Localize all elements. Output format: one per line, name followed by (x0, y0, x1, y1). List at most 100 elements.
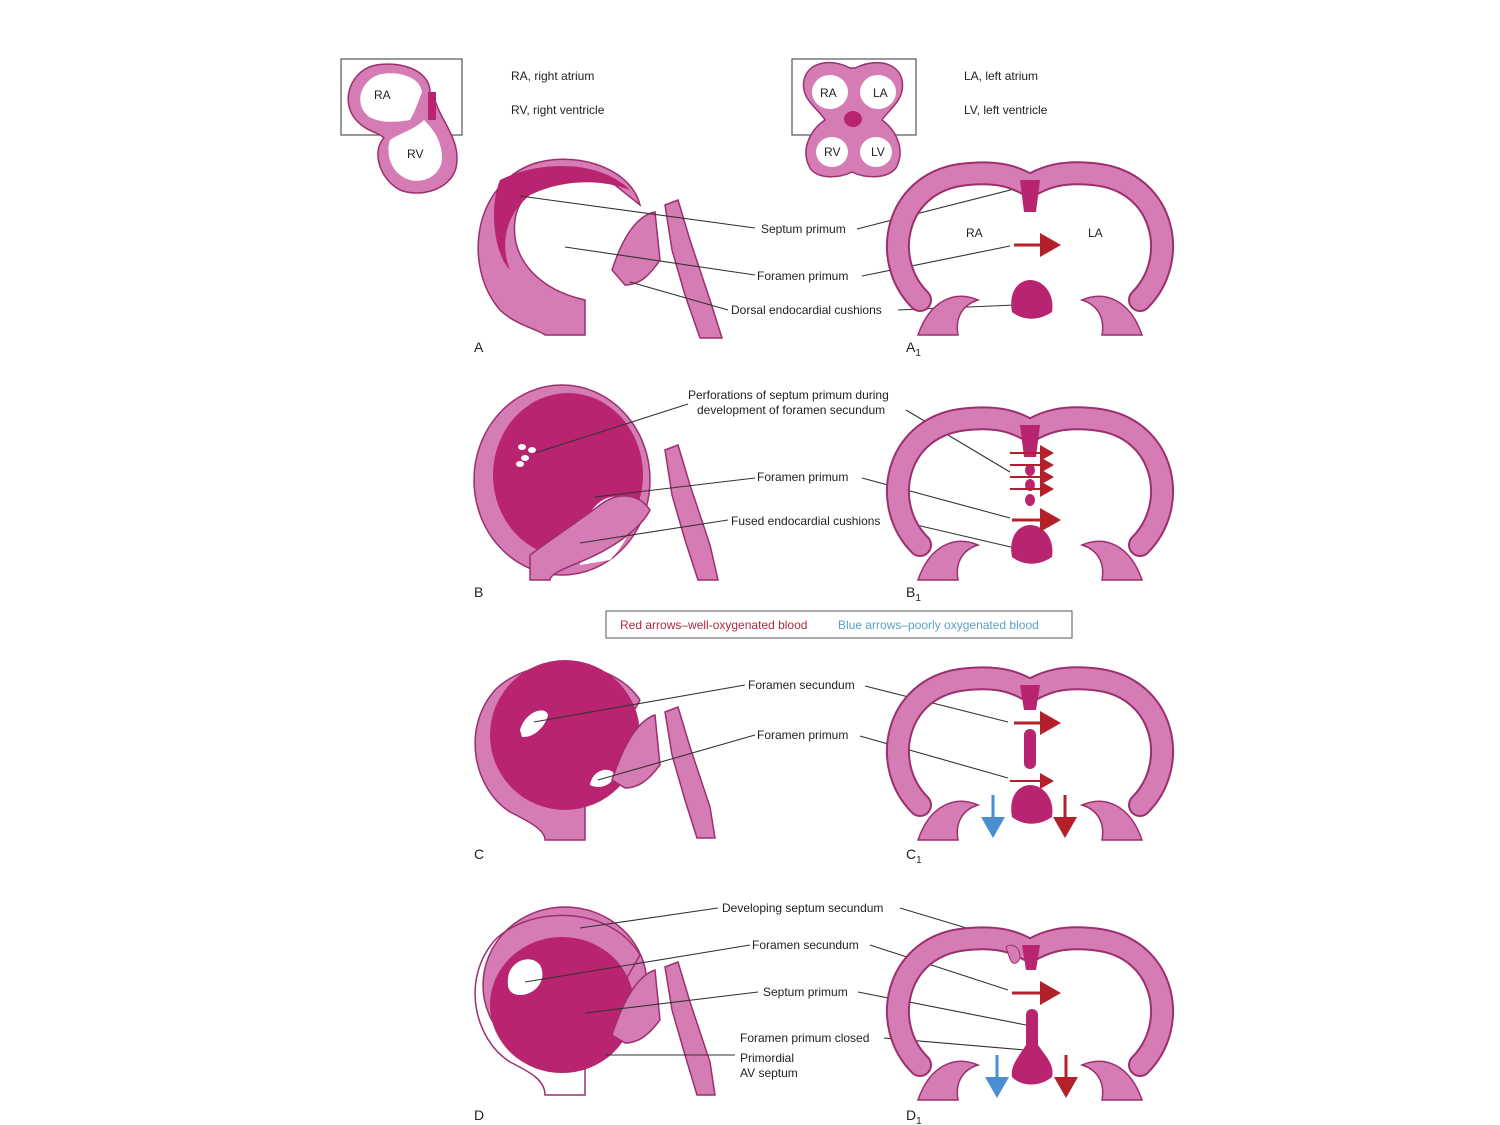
chamber-lv: LV (871, 145, 885, 159)
c-lead-primum (597, 734, 756, 781)
label-av-septum-2: AV septum (740, 1066, 798, 1080)
b-perforation-4 (516, 461, 524, 467)
d1-lead-foramen-secundum (869, 944, 1009, 991)
d-foramen-secundum (507, 959, 543, 995)
d-ventricle-wall (664, 961, 716, 1096)
c-septum-primum (490, 660, 640, 810)
chamber-la: LA (873, 86, 888, 100)
label-foramen-primum-closed: Foramen primum closed (740, 1031, 869, 1045)
a-lead-septum (519, 195, 756, 229)
legend-blue: Blue arrows–poorly oxygenated blood (838, 618, 1039, 632)
panel-c-sagittal (474, 660, 716, 841)
b-perforation-1 (518, 444, 526, 450)
b-ventricle-wall (664, 444, 719, 581)
d-atrial-wall (474, 914, 641, 1096)
d1-septum-top (1022, 945, 1040, 970)
c-cushion (611, 713, 661, 789)
d1-septum-secundum (1005, 944, 1021, 964)
b-lead-perforations (534, 403, 689, 454)
inset-rv-cavity (388, 120, 442, 181)
label-perforations-1: Perforations of septum primum during (688, 388, 889, 402)
panel-b1-coronal (898, 418, 1162, 580)
label-foramen-secundum-c: Foramen secundum (748, 678, 855, 692)
panel-d-sagittal (474, 906, 716, 1096)
b1-cushion (1011, 525, 1053, 564)
a-septum-primum-shape (493, 166, 630, 270)
label-foramen-primum-a: Foramen primum (757, 269, 848, 283)
b-perforation-2 (528, 447, 536, 453)
chamber-rv: RV (407, 147, 423, 161)
b-perforation-3 (521, 455, 529, 461)
key-rv: RV, right ventricle (511, 103, 605, 117)
chamber-ra: RA (374, 88, 391, 102)
inset-septum (428, 92, 436, 120)
inset-la (860, 75, 896, 109)
panel-label-c1: C1 (906, 846, 922, 866)
d-lead-septum-secundum (579, 907, 719, 929)
a1-cushion (1011, 280, 1053, 319)
chamber-ra-2: RA (820, 86, 837, 100)
inset-lv (860, 137, 892, 167)
d-lead-foramen-secundum (524, 944, 751, 983)
chamber-rv-2: RV (824, 145, 840, 159)
b1-septum-strand-3 (1025, 494, 1035, 506)
panel-a-sagittal (477, 158, 724, 339)
label-perforations-2: development of foramen secundum (697, 403, 885, 417)
panel-label-d1: D1 (906, 1107, 922, 1125)
legend: Red arrows–well-oxygenated blood Blue ar… (605, 610, 1073, 639)
panel-label-c: C (474, 846, 484, 862)
label-septum-primum-a: Septum primum (761, 222, 846, 236)
b1-septum-strand-1 (1025, 464, 1035, 476)
d-septum-primum (490, 937, 634, 1073)
a1-lead-foramen (861, 245, 1011, 277)
c1-septum-primum (1024, 729, 1036, 769)
inset-ra-cavity (360, 73, 422, 122)
label-fused-cushions: Fused endocardial cushions (731, 514, 880, 528)
inset-cushion (844, 111, 862, 127)
sagittal-key-inset: RA RV (340, 58, 463, 194)
label-septum-primum-d: Septum primum (763, 985, 848, 999)
b-lead-cushions (579, 519, 729, 544)
legend-red: Red arrows–well-oxygenated blood (620, 618, 807, 632)
d1-septum-primum-fused (1011, 1009, 1053, 1085)
label-av-septum-1: Primordial (740, 1051, 794, 1065)
b-lead-foramen (594, 477, 756, 498)
a1-lead-septum (856, 184, 1031, 230)
chamber-ra-a1: RA (966, 226, 983, 240)
label-septum-secundum: Developing septum secundum (722, 901, 883, 915)
a-lead-foramen (564, 246, 756, 276)
inset-rv (816, 137, 848, 167)
c1-cushion (1011, 785, 1053, 824)
d-lead-septum-primum (584, 991, 759, 1014)
c-lead-secundum (533, 684, 746, 723)
panel-label-a1: A1 (906, 339, 921, 359)
panel-label-d: D (474, 1107, 484, 1123)
a-cushion (611, 211, 661, 286)
label-foramen-secundum-d: Foramen secundum (752, 938, 859, 952)
chamber-la-a1: LA (1088, 226, 1103, 240)
legend-box (605, 610, 1073, 639)
b1-lead-foramen (861, 477, 1011, 519)
label-foramen-primum-b: Foramen primum (757, 470, 848, 484)
key-lv: LV, left ventricle (964, 103, 1048, 117)
c1-septum-top (1020, 685, 1040, 710)
b1-septum-top (1020, 425, 1040, 457)
inset-ra (812, 75, 848, 109)
panel-c1-coronal (898, 678, 1162, 840)
c-ventricle-wall (664, 706, 716, 839)
label-foramen-primum-c: Foramen primum (757, 728, 848, 742)
c1-lead-secundum (864, 685, 1009, 723)
key-ra: RA, right atrium (511, 69, 594, 83)
c1-lead-primum (859, 735, 1009, 779)
a-lead-cushions (629, 281, 729, 311)
b1-lead-perforations (905, 409, 1011, 473)
key-la: LA, left atrium (964, 69, 1038, 83)
a1-septum-primum (1020, 180, 1040, 212)
panel-label-a: A (474, 339, 484, 355)
a-ventricle-wall (664, 199, 724, 339)
b-fused-cushion (529, 495, 651, 581)
label-dorsal-cushions: Dorsal endocardial cushions (731, 303, 882, 317)
panel-label-b: B (474, 584, 483, 600)
panel-label-b1: B1 (906, 584, 921, 604)
